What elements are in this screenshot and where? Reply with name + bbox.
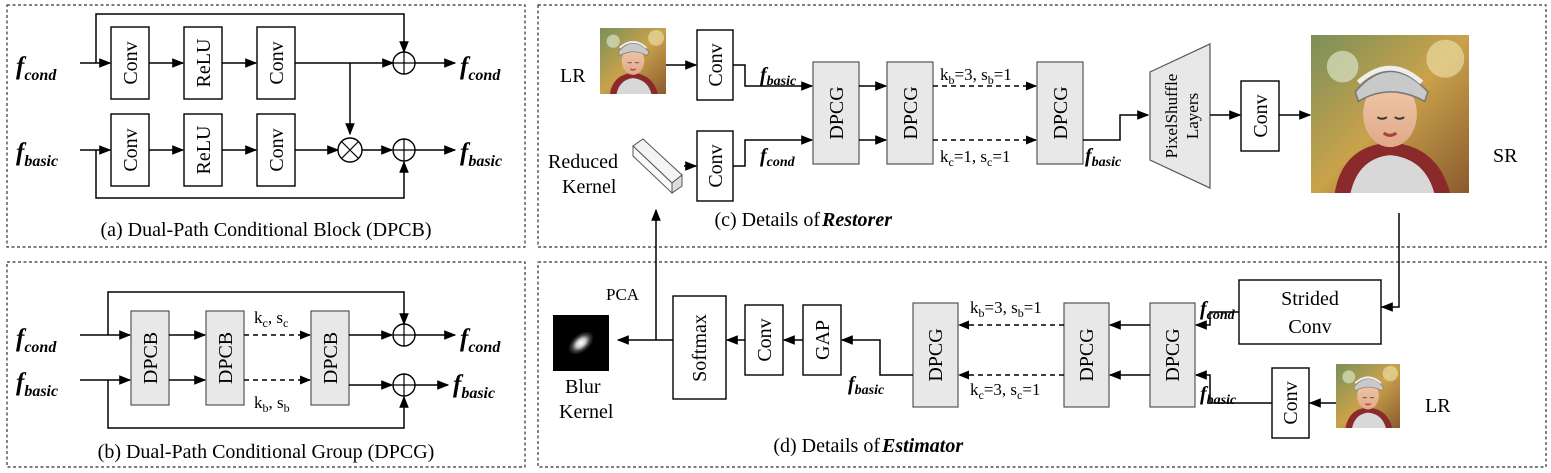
blur-label: Blur — [565, 376, 601, 398]
panel-a-top-relu-label: ReLU — [193, 38, 215, 87]
softmax-block — [672, 295, 727, 400]
panel-c-conv-top-label: Conv — [705, 43, 727, 86]
panel-d-conv-label: Conv — [754, 318, 776, 361]
panel-c-top-params: kb=3, sb=1 — [940, 65, 1012, 87]
lr-image-bottom — [1336, 362, 1400, 430]
panel-d-dpcg-3-label: DPCG — [1162, 328, 1184, 381]
panel-d-dpcg-3 — [1149, 302, 1196, 408]
panel-c-caption-prefix: (c) Details of — [714, 209, 820, 231]
panel-d-fcond-label: fcond — [1200, 298, 1236, 323]
kernel-label: Kernel — [559, 401, 614, 423]
panel-a-bot-conv2 — [256, 113, 296, 187]
panel-c-dpcg-2 — [886, 61, 934, 165]
panel-c-caption-emph: Restorer — [821, 209, 892, 231]
panel-c-dpcg-3 — [1036, 61, 1084, 165]
panel-b-dpcb-3 — [310, 310, 350, 406]
panel-b-dpcb-2 — [205, 310, 245, 406]
panel-a-bot-conv1 — [110, 113, 150, 187]
panel-a-top-conv2-label: Conv — [266, 41, 288, 84]
panel-c-conv-out-label: Conv — [1250, 94, 1272, 137]
panel-d-top-params: kb=3, sb=1 — [970, 298, 1042, 320]
strided-conv-label-1: Strided — [1281, 288, 1339, 310]
pixelshuffle-label-2: Layers — [1183, 93, 1202, 139]
panel-a-top-conv1 — [110, 26, 150, 100]
panel-d-bottom-params: kc=3, sc=1 — [970, 380, 1040, 402]
panel-b-fcond-input-label: fcond — [16, 325, 57, 356]
panel-d-dpcg-2 — [1063, 302, 1110, 408]
panel-c-conv-out — [1240, 80, 1280, 152]
panel-a-bot-conv1-label: Conv — [120, 128, 142, 171]
panel-a-top-conv2 — [256, 26, 296, 100]
panel-b-bottom-params: kb, sb — [254, 393, 290, 415]
panel-a-bot-relu-label: ReLU — [193, 125, 215, 174]
panel-c-fbasic-label: fbasic — [760, 64, 797, 89]
panel-a-fbasic-output-label: fbasic — [460, 139, 502, 170]
panel-c-dpcg-1 — [812, 61, 860, 165]
panel-d-conv — [744, 304, 784, 376]
pixelshuffle-layers-block — [1149, 43, 1211, 189]
panel-d-dpcg-1 — [912, 302, 959, 408]
panel-c-fcond-label: fcond — [760, 145, 796, 170]
panel-c-dpcg-3-label: DPCG — [1050, 86, 1072, 139]
gap-block — [802, 304, 842, 376]
panel-d-lr-label: LR — [1425, 395, 1451, 417]
panel-a-border — [6, 4, 526, 248]
pca-label: PCA — [606, 285, 640, 304]
panel-a-fbasic-input-label: fbasic — [16, 139, 58, 170]
panel-b-caption: (b) Dual-Path Conditional Group (DPCG) — [98, 441, 435, 463]
gap-label: GAP — [812, 320, 834, 360]
panel-d-conv-in-label: Conv — [1280, 381, 1302, 424]
panel-b-fbasic-input-label: fbasic — [16, 369, 58, 400]
panel-d-dpcg-1-label: DPCG — [925, 328, 947, 381]
panel-d-border — [537, 261, 1547, 468]
lr-image-top — [600, 26, 666, 96]
panel-a-bot-conv2-label: Conv — [266, 128, 288, 171]
panel-b-border — [6, 261, 526, 468]
strided-conv-label-2: Conv — [1288, 316, 1331, 338]
softmax-label: Softmax — [689, 314, 711, 382]
panel-d-dpcg-2-label: DPCG — [1076, 328, 1098, 381]
panel-d-caption-emph: Estimator — [881, 435, 963, 457]
panel-d-fbasic-in-label: fbasic — [1200, 383, 1237, 408]
panel-c-lr-label: LR — [560, 65, 586, 87]
panel-c-dpcg-1-label: DPCG — [826, 86, 848, 139]
panel-a-bot-relu — [183, 113, 223, 187]
panel-c-border — [537, 4, 1547, 248]
sr-image — [1311, 35, 1469, 193]
panel-a-top-relu — [183, 26, 223, 100]
panel-c-bottom-params: kc=1, sc=1 — [940, 147, 1010, 169]
panel-d-caption-prefix: (d) Details of — [773, 435, 880, 457]
panel-a-fcond-output-label: fcond — [460, 53, 501, 84]
panel-b-fbasic-output-label: fbasic — [453, 371, 495, 402]
panel-b-dpcb-1 — [130, 310, 170, 406]
panel-d-fbasic-left-label: fbasic — [848, 373, 885, 398]
panel-b-dpcb-1-label: DPCB — [140, 332, 162, 384]
panel-c-sr-label: SR — [1493, 145, 1518, 167]
panel-c-fbasic-out-label: fbasic — [1085, 145, 1122, 170]
panel-c-kernel-label: Kernel — [562, 176, 617, 198]
pixelshuffle-label-1: PixelShuffle — [1162, 74, 1181, 159]
panel-a-fcond-input-label: fcond — [16, 53, 57, 84]
panel-b-fcond-output-label: fcond — [460, 325, 501, 356]
panel-c-dpcg-2-label: DPCG — [900, 86, 922, 139]
panel-b-dpcb-2-label: DPCB — [215, 332, 237, 384]
panel-a-caption: (a) Dual-Path Conditional Block (DPCB) — [100, 219, 431, 241]
panel-a-top-conv1-label: Conv — [120, 41, 142, 84]
panel-c-reduced-label: Reduced — [548, 151, 618, 173]
reduced-kernel-icon — [632, 138, 683, 195]
panel-b-dpcb-3-label: DPCB — [320, 332, 342, 384]
panel-b-top-params: kc, sc — [254, 308, 288, 330]
blur-kernel-image — [553, 315, 609, 371]
panel-c-conv-bottom-label: Conv — [705, 144, 727, 187]
